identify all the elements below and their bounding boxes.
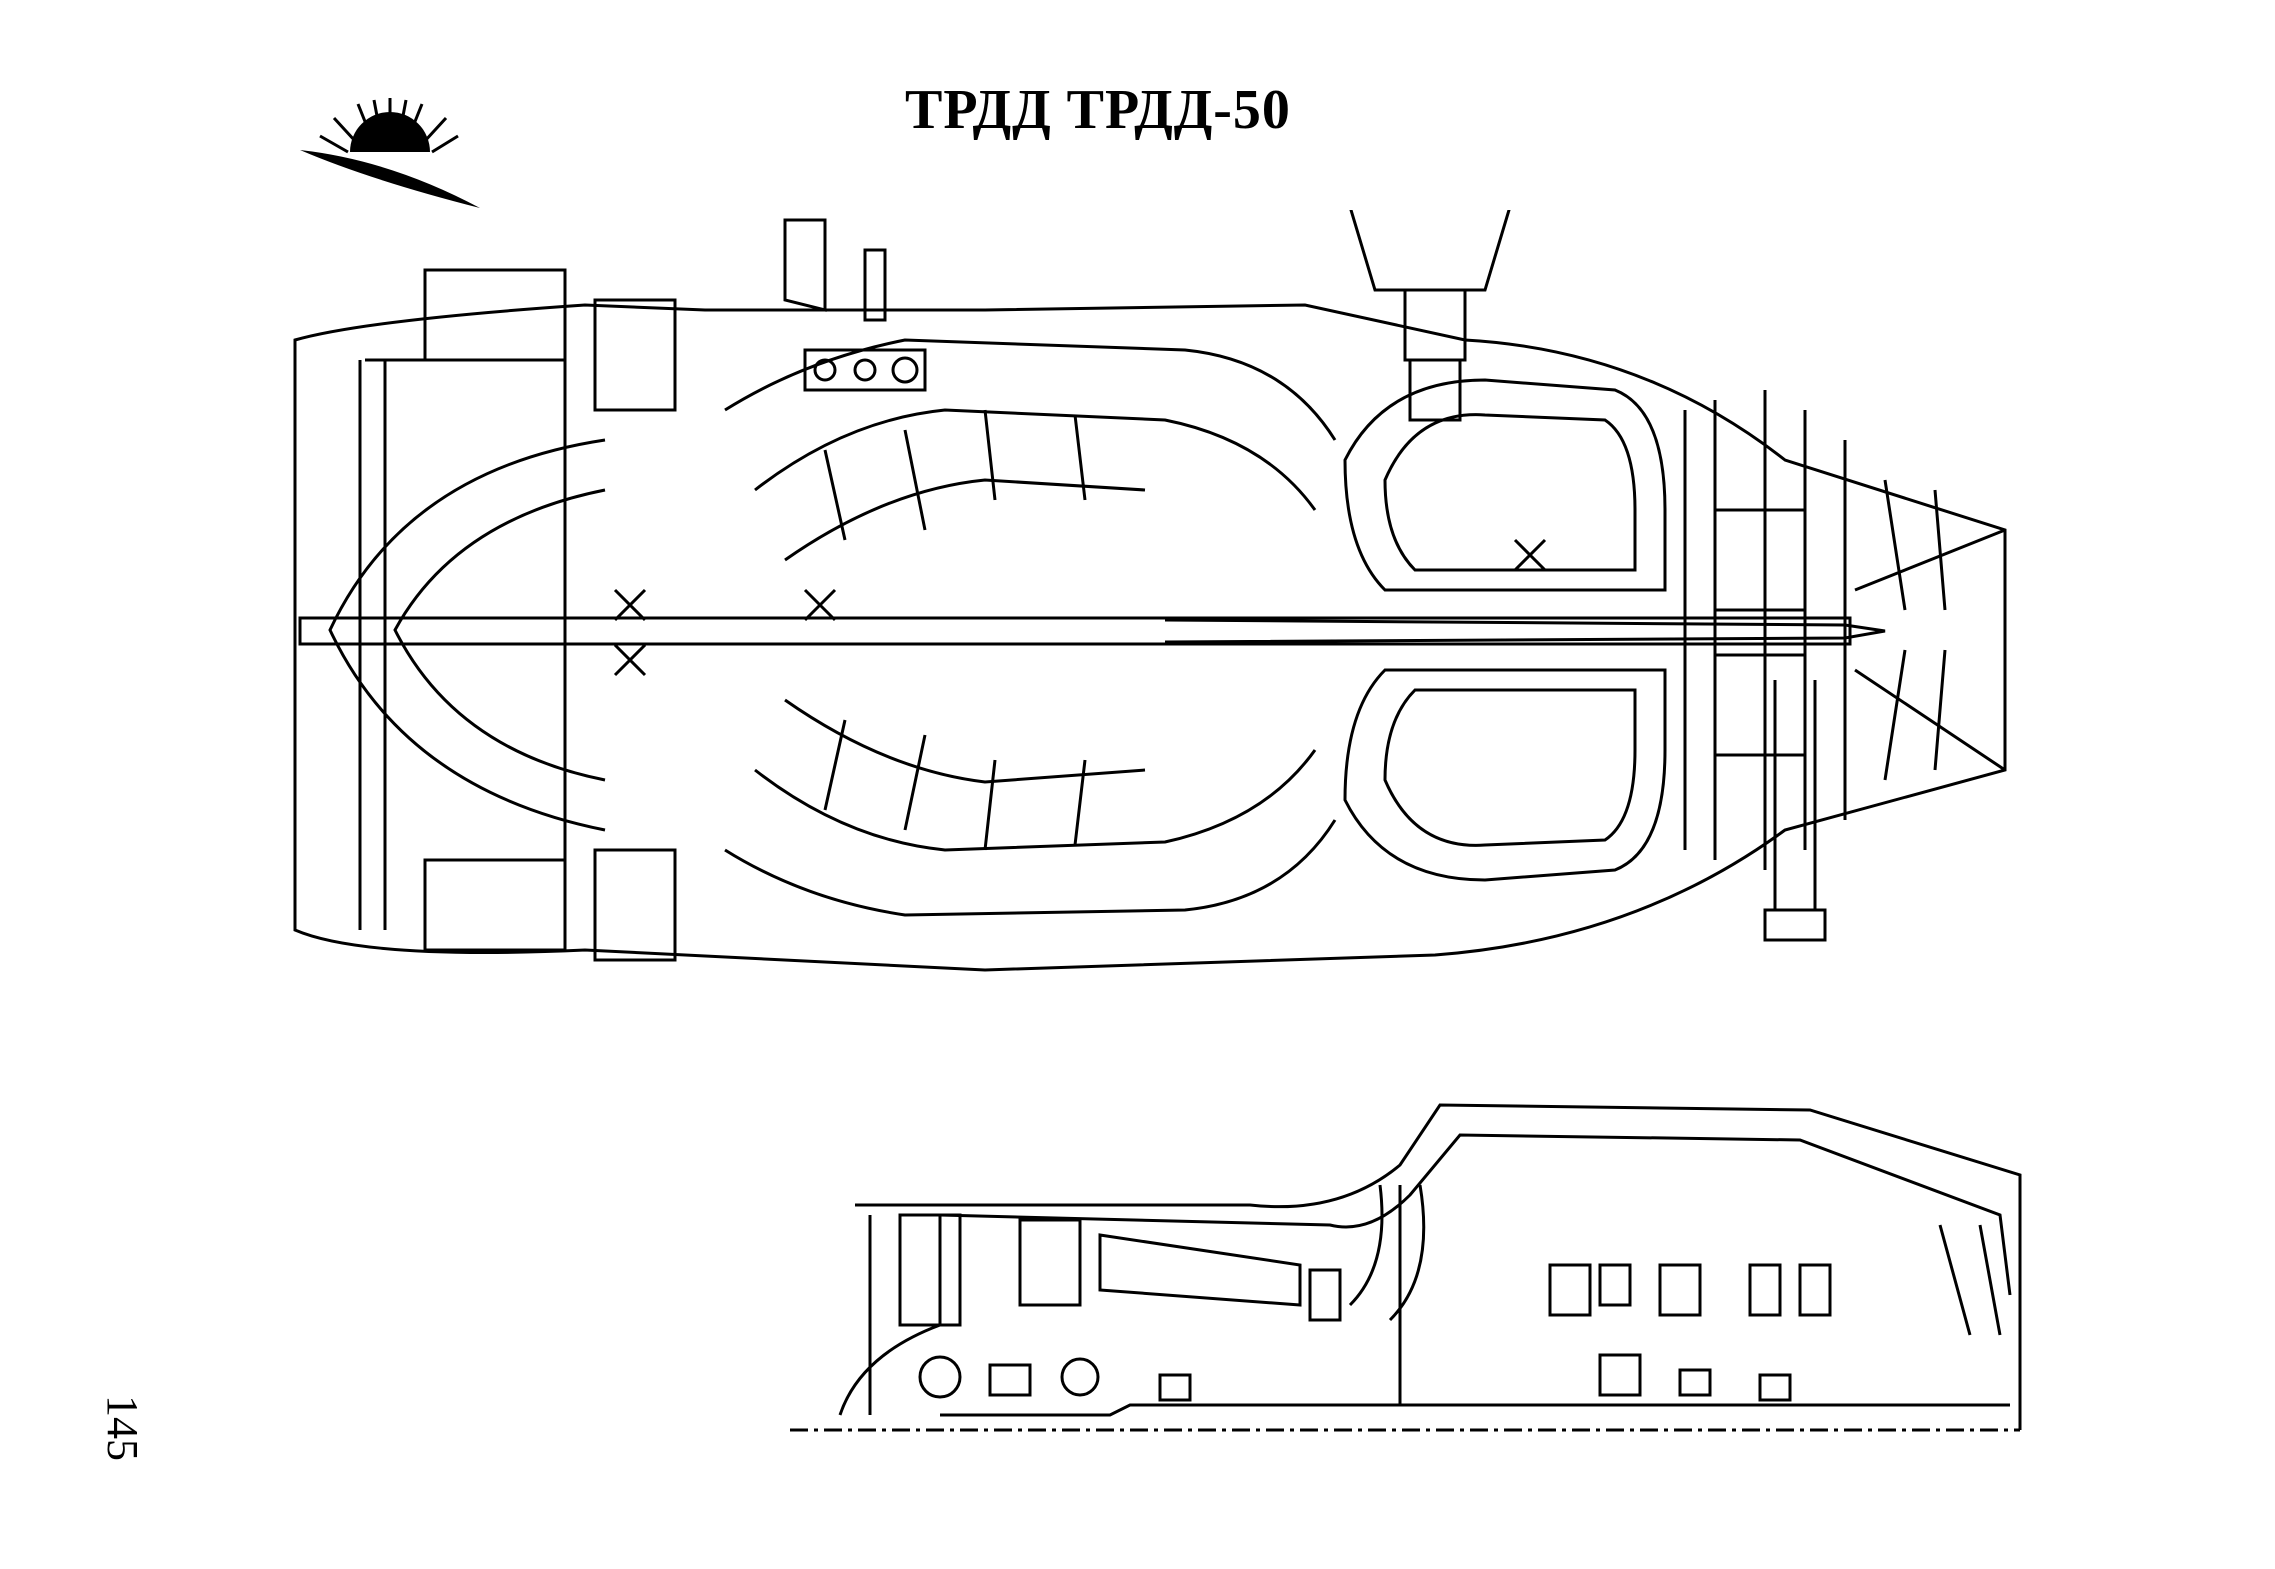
engine-schematic [780, 1085, 2030, 1445]
page-number: 145 [98, 1395, 147, 1461]
engine-cross-section [285, 210, 2035, 990]
page-title: ТРДД ТРДД-50 [905, 79, 1291, 141]
publisher-logo [300, 90, 480, 208]
